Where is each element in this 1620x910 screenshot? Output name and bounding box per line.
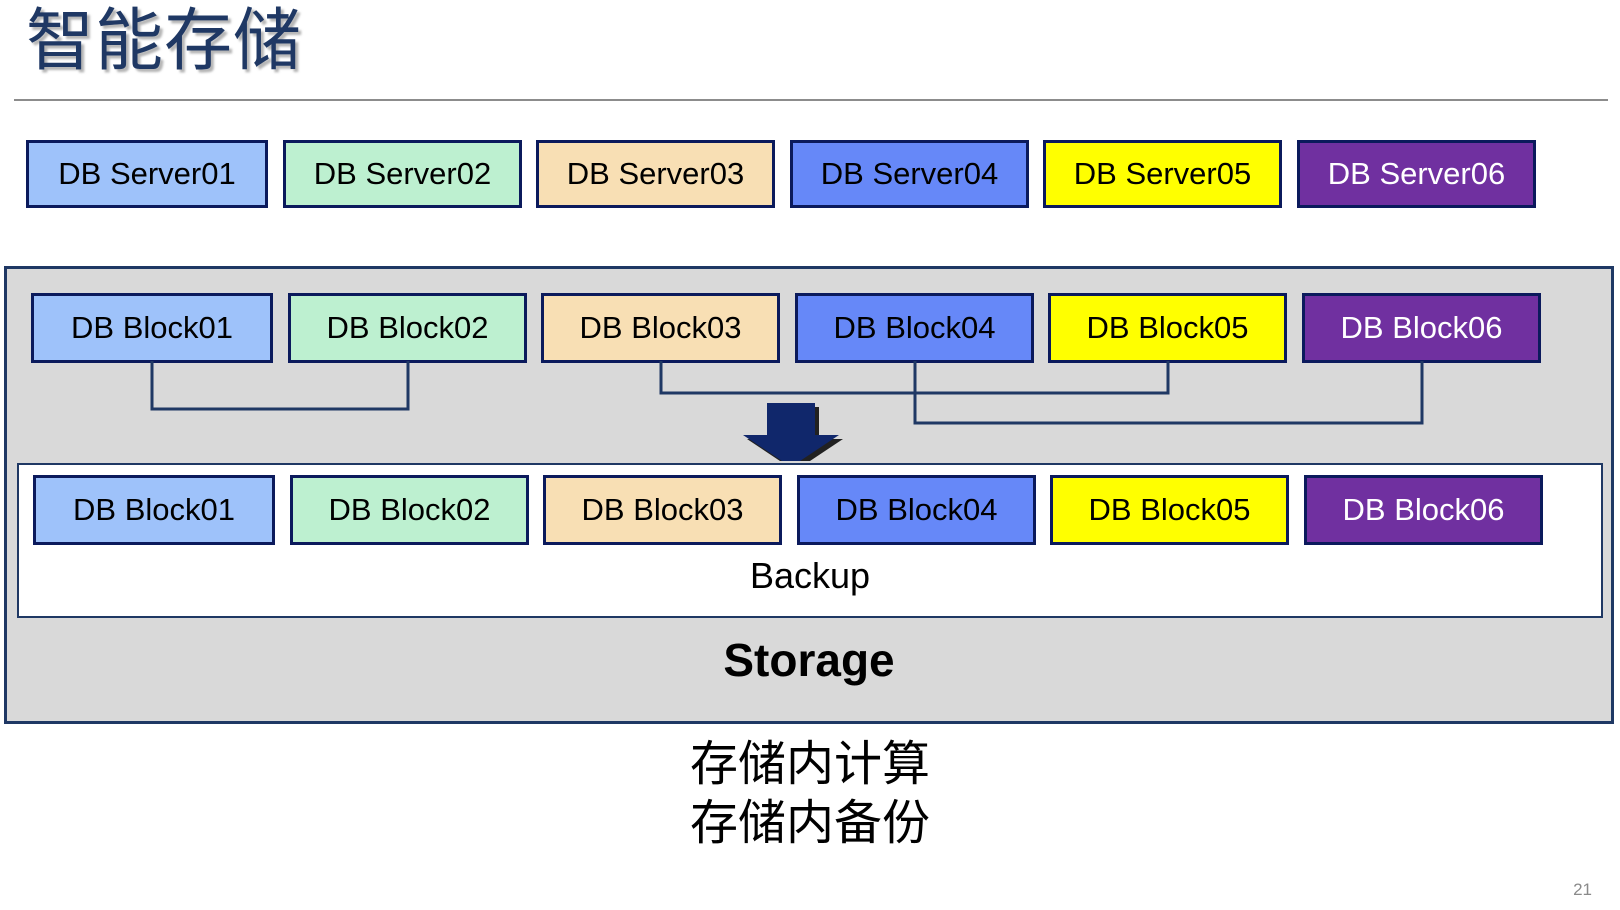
db-block-primary-label: DB Block01 — [71, 310, 233, 345]
title-divider — [14, 99, 1608, 101]
db-block-primary-6[interactable]: DB Block06 — [1302, 293, 1541, 363]
db-server-box-label: DB Server06 — [1327, 156, 1506, 191]
db-server-box-4[interactable]: DB Server04 — [790, 140, 1029, 208]
db-block-backup-label: DB Block04 — [835, 492, 998, 527]
db-server-box-6[interactable]: DB Server06 — [1297, 140, 1536, 208]
db-block-backup-label: DB Block06 — [1342, 492, 1505, 527]
db-block-backup-label: DB Block01 — [73, 492, 235, 527]
db-block-backup-3[interactable]: DB Block03 — [543, 475, 782, 545]
db-server-box-2[interactable]: DB Server02 — [283, 140, 522, 208]
storage-label: Storage — [723, 634, 895, 686]
backup-label: Backup — [749, 555, 871, 596]
db-block-primary-5[interactable]: DB Block05 — [1048, 293, 1287, 363]
db-block-primary-4[interactable]: DB Block04 — [795, 293, 1034, 363]
db-block-primary-1[interactable]: DB Block01 — [31, 293, 273, 363]
db-server-box-label: DB Server03 — [566, 156, 745, 191]
db-server-box-3[interactable]: DB Server03 — [536, 140, 775, 208]
db-block-primary-label: DB Block06 — [1340, 310, 1503, 345]
db-server-box-label: DB Server04 — [820, 156, 999, 191]
db-server-box-label: DB Server01 — [58, 156, 236, 191]
db-block-primary-label: DB Block02 — [326, 310, 489, 345]
block-connector-lines — [150, 361, 1424, 461]
backup-box: DB Block01 DB Block02 DB Block03 DB Block04… — [17, 463, 1603, 618]
db-block-backup-label: DB Block02 — [328, 492, 491, 527]
db-block-backup-1[interactable]: DB Block01 — [33, 475, 275, 545]
caption-line-2: 存储内备份 — [689, 796, 930, 850]
db-block-backup-5[interactable]: DB Block05 — [1050, 475, 1289, 545]
page-title: 智能存储 — [26, 3, 303, 79]
db-server-box-label: DB Server05 — [1073, 156, 1252, 191]
db-block-backup-label: DB Block03 — [581, 492, 744, 527]
caption-block: 存储内计算 存储内备份 — [0, 736, 1620, 853]
db-server-box-5[interactable]: DB Server05 — [1043, 140, 1282, 208]
db-block-backup-4[interactable]: DB Block04 — [797, 475, 1036, 545]
db-block-primary-3[interactable]: DB Block03 — [541, 293, 780, 363]
db-block-row-primary: DB Block01 DB Block02 DB Block03 DB Block04… — [7, 293, 1613, 363]
storage-container: DB Block01 DB Block02 DB Block03 DB Block04… — [4, 266, 1614, 724]
db-block-backup-2[interactable]: DB Block02 — [290, 475, 529, 545]
db-server-box-1[interactable]: DB Server01 — [26, 140, 268, 208]
page-number: 21 — [1573, 880, 1592, 899]
db-block-primary-label: DB Block03 — [579, 310, 742, 345]
db-block-primary-2[interactable]: DB Block02 — [288, 293, 527, 363]
db-block-primary-label: DB Block04 — [833, 310, 996, 345]
db-block-backup-label: DB Block05 — [1088, 492, 1251, 527]
db-block-primary-label: DB Block05 — [1086, 310, 1249, 345]
down-arrow-icon — [743, 403, 843, 461]
db-block-row-backup: DB Block01 DB Block02 DB Block03 DB Block04… — [9, 475, 1615, 545]
caption-line-1: 存储内计算 — [689, 738, 930, 791]
db-server-box-label: DB Server02 — [313, 156, 492, 191]
db-block-backup-6[interactable]: DB Block06 — [1304, 475, 1543, 545]
db-server-row: DB Server01 DB Server02 DB Server03 DB Serv… — [0, 140, 1620, 208]
